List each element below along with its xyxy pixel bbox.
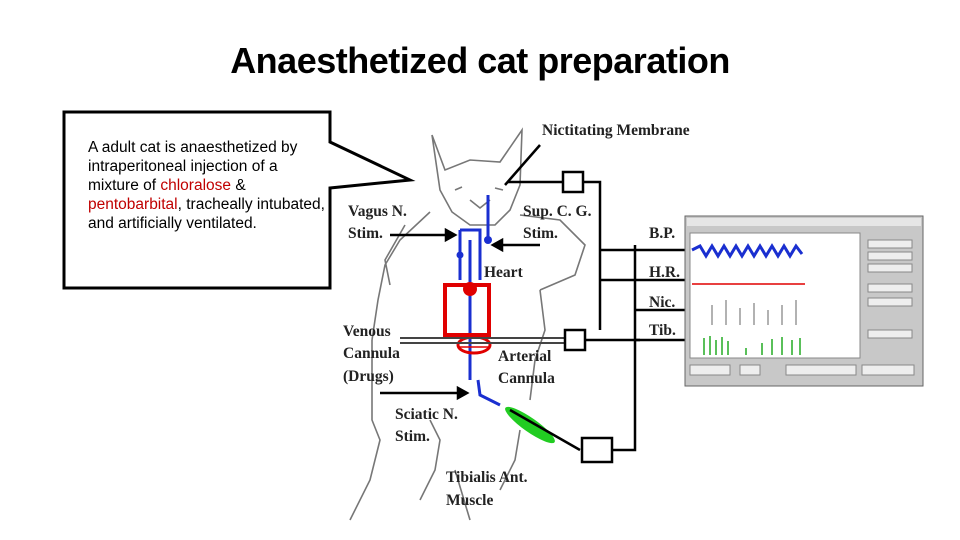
label-venous: Venous: [343, 323, 391, 340]
callout-line1: A adult cat is anaesthetized by intraper…: [88, 139, 298, 194]
stimulator-box-sciatic: [580, 436, 614, 464]
nerve-paths: [458, 195, 501, 407]
transducer-box-arterial: [563, 328, 587, 352]
label-drugs: (Drugs): [343, 368, 394, 385]
nerve-ganglion-icon: [484, 236, 492, 244]
label-tib: Tib.: [649, 322, 676, 339]
label-venous-cannula: Cannula: [343, 345, 400, 362]
venous-cannula-icon: [456, 335, 492, 355]
callout-bubble: [62, 110, 416, 290]
label-sup-cg-stim: Stim.: [523, 225, 558, 242]
drug-chloralose: chloralose: [160, 177, 232, 194]
label-sup-cg: Sup. C. G.: [523, 203, 592, 220]
vagus-node-icon: [456, 251, 464, 259]
wiring: [508, 180, 690, 452]
label-arterial: Arterial: [498, 348, 552, 365]
label-arrows: [380, 144, 541, 401]
stimulator-box-sup: [561, 170, 585, 194]
tibialis-muscle-icon: [505, 406, 555, 444]
callout-text: A adult cat is anaesthetized by intraper…: [88, 138, 328, 233]
heart-icon: [463, 282, 477, 296]
cannula-lines: [400, 337, 565, 344]
label-bp: B.P.: [649, 225, 676, 242]
page-title: Anaesthetized cat preparation: [230, 40, 730, 81]
label-sciatic: Sciatic N.: [395, 406, 458, 423]
recording-window-icon: [684, 215, 924, 387]
label-arterial-cannula: Cannula: [498, 370, 555, 387]
callout-line2: , tracheally intubated, and artificially…: [88, 196, 325, 232]
label-tibialis: Tibialis Ant.: [446, 469, 528, 486]
cat-outline-icon: [349, 127, 586, 521]
label-muscle: Muscle: [446, 492, 494, 509]
drug-pentobarbital: pentobarbital: [88, 196, 178, 213]
label-vagus-stim: Stim.: [348, 225, 383, 242]
label-nictitating: Nictitating Membrane: [542, 122, 690, 139]
label-nic: Nic.: [649, 294, 676, 311]
label-sciatic-stim: Stim.: [395, 428, 430, 445]
label-hr: H.R.: [649, 264, 680, 281]
label-vagus: Vagus N.: [348, 203, 407, 220]
callout-mid: &: [231, 177, 246, 194]
label-heart: Heart: [484, 264, 523, 281]
